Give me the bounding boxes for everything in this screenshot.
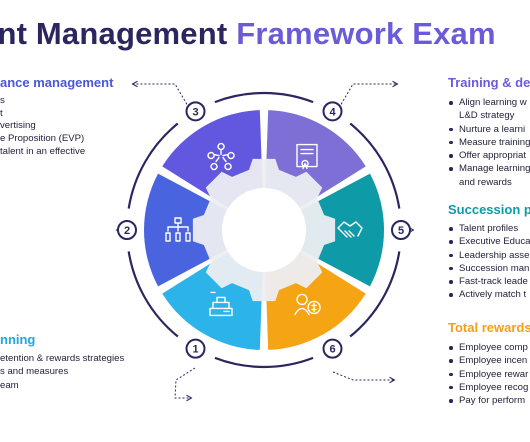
list-item: L&D strategy <box>459 110 515 122</box>
list-item: Employee incen <box>448 354 528 367</box>
list-item: Leadership asse <box>448 249 530 262</box>
training-section-title: Training & dev <box>448 75 530 90</box>
person-dollar-icon <box>294 293 321 316</box>
succession-section-title: Succession pla <box>448 202 530 217</box>
step-badge-5: 5 <box>391 220 411 240</box>
step-badge-1: 1 <box>185 338 206 359</box>
list-item: eam <box>0 379 19 391</box>
step-number: 4 <box>329 106 336 118</box>
list-item: s <box>0 95 5 106</box>
handshake-icon <box>337 221 363 238</box>
list-item: Pay for perform <box>448 394 528 407</box>
step-number: 6 <box>329 344 335 356</box>
step-badge-2: 2 <box>117 220 137 240</box>
cashier-icon <box>209 291 233 317</box>
list-item: Nurture a learni <box>448 123 530 136</box>
list-item: Employee rewar <box>448 368 528 381</box>
performance-list: s t vertising e Proposition (EVP) talent… <box>0 94 85 158</box>
list-item: Measure training <box>448 136 530 149</box>
segment-2 <box>144 173 238 287</box>
center-hub <box>222 188 306 272</box>
title-main: ent Management <box>0 16 237 51</box>
connector-6 <box>332 371 396 384</box>
connector-1 <box>174 367 196 402</box>
people-network-icon <box>207 142 235 171</box>
list-item: Succession man <box>448 262 530 275</box>
segment-5 <box>290 173 384 287</box>
rewards-list: Employee comp Employee incen Employee re… <box>448 341 528 407</box>
list-item: Fast-track leade <box>448 275 530 288</box>
list-item: vertising <box>0 119 36 131</box>
step-number: 1 <box>192 344 198 356</box>
rewards-section-title: Total rewards <box>448 320 530 335</box>
list-item: Offer appropriat <box>448 149 530 162</box>
title-accent: Framework Exam <box>236 16 496 51</box>
list-item: Manage learning <box>448 162 530 175</box>
list-item: Align learning w <box>448 96 530 109</box>
succession-list: Talent profiles Executive Educa Leadersh… <box>448 222 530 302</box>
step-number: 3 <box>192 106 198 118</box>
planning-section-title: nning <box>0 332 36 347</box>
step-badge-6: 6 <box>322 338 343 359</box>
list-item: e Proposition (EVP) <box>0 132 85 144</box>
list-item: Talent profiles <box>448 222 530 235</box>
list-item: Executive Educa <box>448 235 530 248</box>
list-item: Actively match t <box>448 288 530 301</box>
step-number: 5 <box>398 225 404 237</box>
list-item: s and measures <box>0 366 69 378</box>
step-badge-3: 3 <box>185 101 206 122</box>
list-item: talent in an effective <box>0 146 86 158</box>
training-list: Align learning w L&D strategy Nurture a … <box>448 96 530 189</box>
list-item: and rewards <box>459 176 512 188</box>
page-title: ent Management Framework Exam <box>0 16 530 52</box>
list-item: t <box>0 108 3 120</box>
list-item: Employee comp <box>448 341 528 354</box>
list-item: Employee recog <box>448 381 528 394</box>
outer-ring <box>127 91 401 369</box>
performance-section-title: ance management <box>0 75 114 90</box>
planning-list: etention & rewards strategies s and meas… <box>0 352 124 392</box>
step-badge-4: 4 <box>322 101 343 122</box>
team-structure-icon <box>165 217 191 242</box>
certificate-board-icon <box>296 143 318 170</box>
connector-4 <box>332 80 399 119</box>
list-item: etention & rewards strategies <box>0 353 125 364</box>
step-number: 2 <box>124 225 130 237</box>
